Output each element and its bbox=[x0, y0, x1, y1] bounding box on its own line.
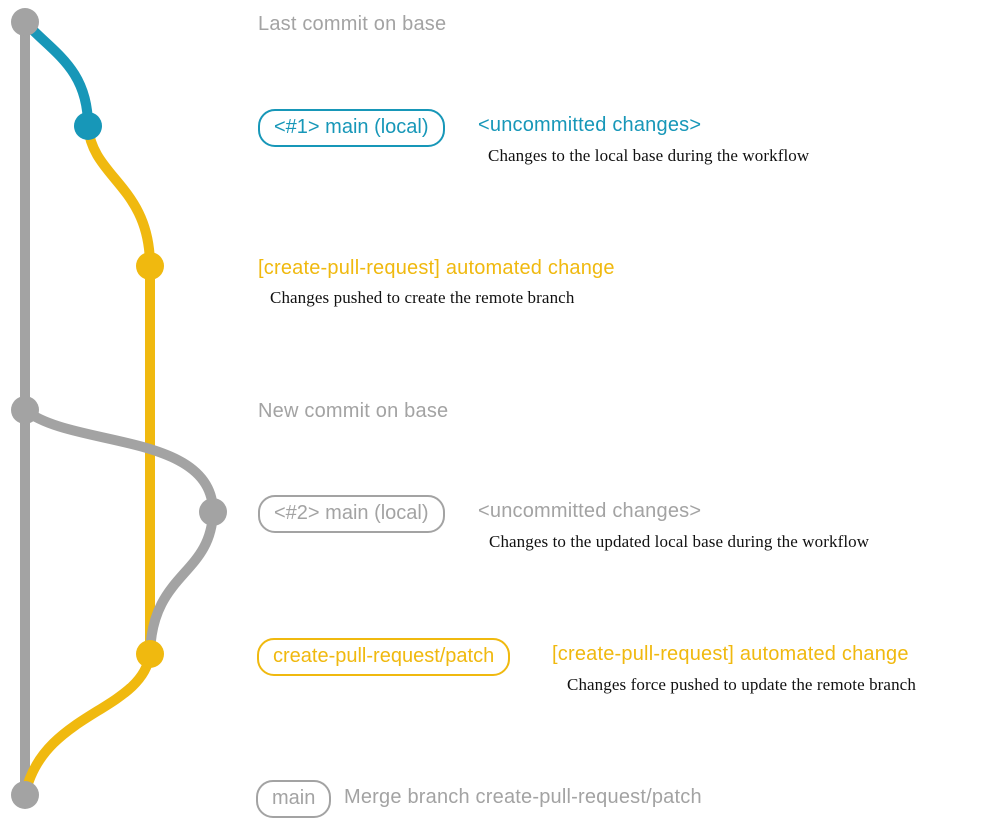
last-commit-label: Last commit on base bbox=[258, 13, 447, 35]
commit-dot-cpr-1 bbox=[136, 252, 164, 280]
new-commit-label: New commit on base bbox=[258, 400, 449, 422]
badge-cpr-patch: create-pull-request/patch bbox=[257, 638, 511, 676]
badge-main-local-2: <#2> main (local) bbox=[258, 495, 445, 533]
commit-dot-local-main-1 bbox=[74, 112, 102, 140]
local-main-segment-1 bbox=[21, 18, 93, 127]
local-main-segment-2 bbox=[21, 405, 218, 513]
description-row3: Changes to the updated local base during… bbox=[489, 532, 870, 551]
uncommitted-changes-label-2: <uncommitted changes> bbox=[478, 500, 702, 522]
description-row4: Changes force pushed to update the remot… bbox=[567, 675, 916, 694]
commit-dot-base-new bbox=[11, 396, 39, 424]
merge-segment bbox=[20, 652, 155, 797]
merge-branch-label: Merge branch create-pull-request/patch bbox=[344, 786, 702, 808]
automated-change-label-1: [create-pull-request] automated change bbox=[258, 257, 615, 279]
automated-change-label-2: [create-pull-request] automated change bbox=[552, 643, 909, 665]
commit-dot-merge bbox=[11, 781, 39, 809]
commit-dot-local-main-2 bbox=[199, 498, 227, 526]
rebase-segment bbox=[145, 511, 218, 655]
badge-main: main bbox=[256, 780, 332, 818]
commit-dot-cpr-2 bbox=[136, 640, 164, 668]
description-row2: Changes pushed to create the remote bran… bbox=[270, 288, 575, 307]
description-row1: Changes to the local base during the wor… bbox=[488, 146, 810, 165]
badge-main-local-1: <#1> main (local) bbox=[258, 109, 445, 147]
cpr-branch-segment-curve bbox=[83, 125, 155, 267]
commit-dot-base-top bbox=[11, 8, 39, 36]
uncommitted-changes-label-1: <uncommitted changes> bbox=[478, 114, 702, 136]
